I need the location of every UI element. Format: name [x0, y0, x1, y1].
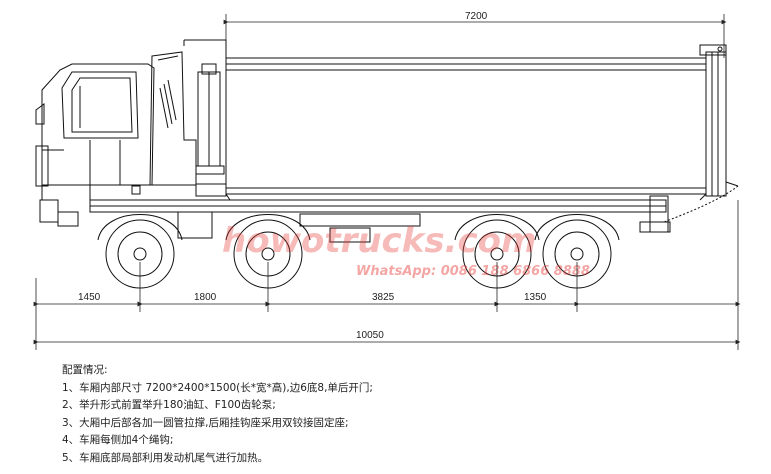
watermark-whatsapp: WhatsApp: 0086 188 6866 8888 — [356, 264, 590, 279]
watermark-site: howotrucks.com — [222, 221, 536, 261]
wheelbase-dimensions — [33, 200, 741, 350]
wheelbase-3-label: 1350 — [524, 292, 547, 303]
cab — [35, 63, 155, 227]
note-item-3: 3、大厢中后部各加一圆管拉撑,后厢挂钩座采用双铰接固定座; — [62, 416, 349, 429]
chassis-frame — [89, 195, 671, 243]
note-item-5: 5、车厢底部局部利用发动机尾气进行加热。 — [62, 451, 269, 464]
overall-length-label: 10050 — [356, 330, 384, 341]
wheelbase-1-label: 1800 — [194, 292, 217, 303]
lift-cylinder — [149, 51, 227, 197]
configuration-notes: 配置情况: 1、车厢内部尺寸 7200*2400*1500(长*宽*高),边6底… — [62, 362, 742, 467]
notes-title: 配置情况: — [62, 364, 108, 376]
front-overhang-label: 1450 — [78, 292, 101, 303]
note-item-1: 1、车厢内部尺寸 7200*2400*1500(长*宽*高),边6底8,单后开门… — [62, 381, 373, 394]
wheelbase-2-label: 3825 — [372, 292, 395, 303]
dump-body — [183, 39, 739, 223]
note-item-2: 2、举升形式前置举升180油缸、F100齿轮泵; — [62, 399, 276, 411]
note-item-4: 4、车厢每侧加4个绳钩; — [62, 434, 174, 446]
box-length-label: 7200 — [465, 11, 488, 22]
